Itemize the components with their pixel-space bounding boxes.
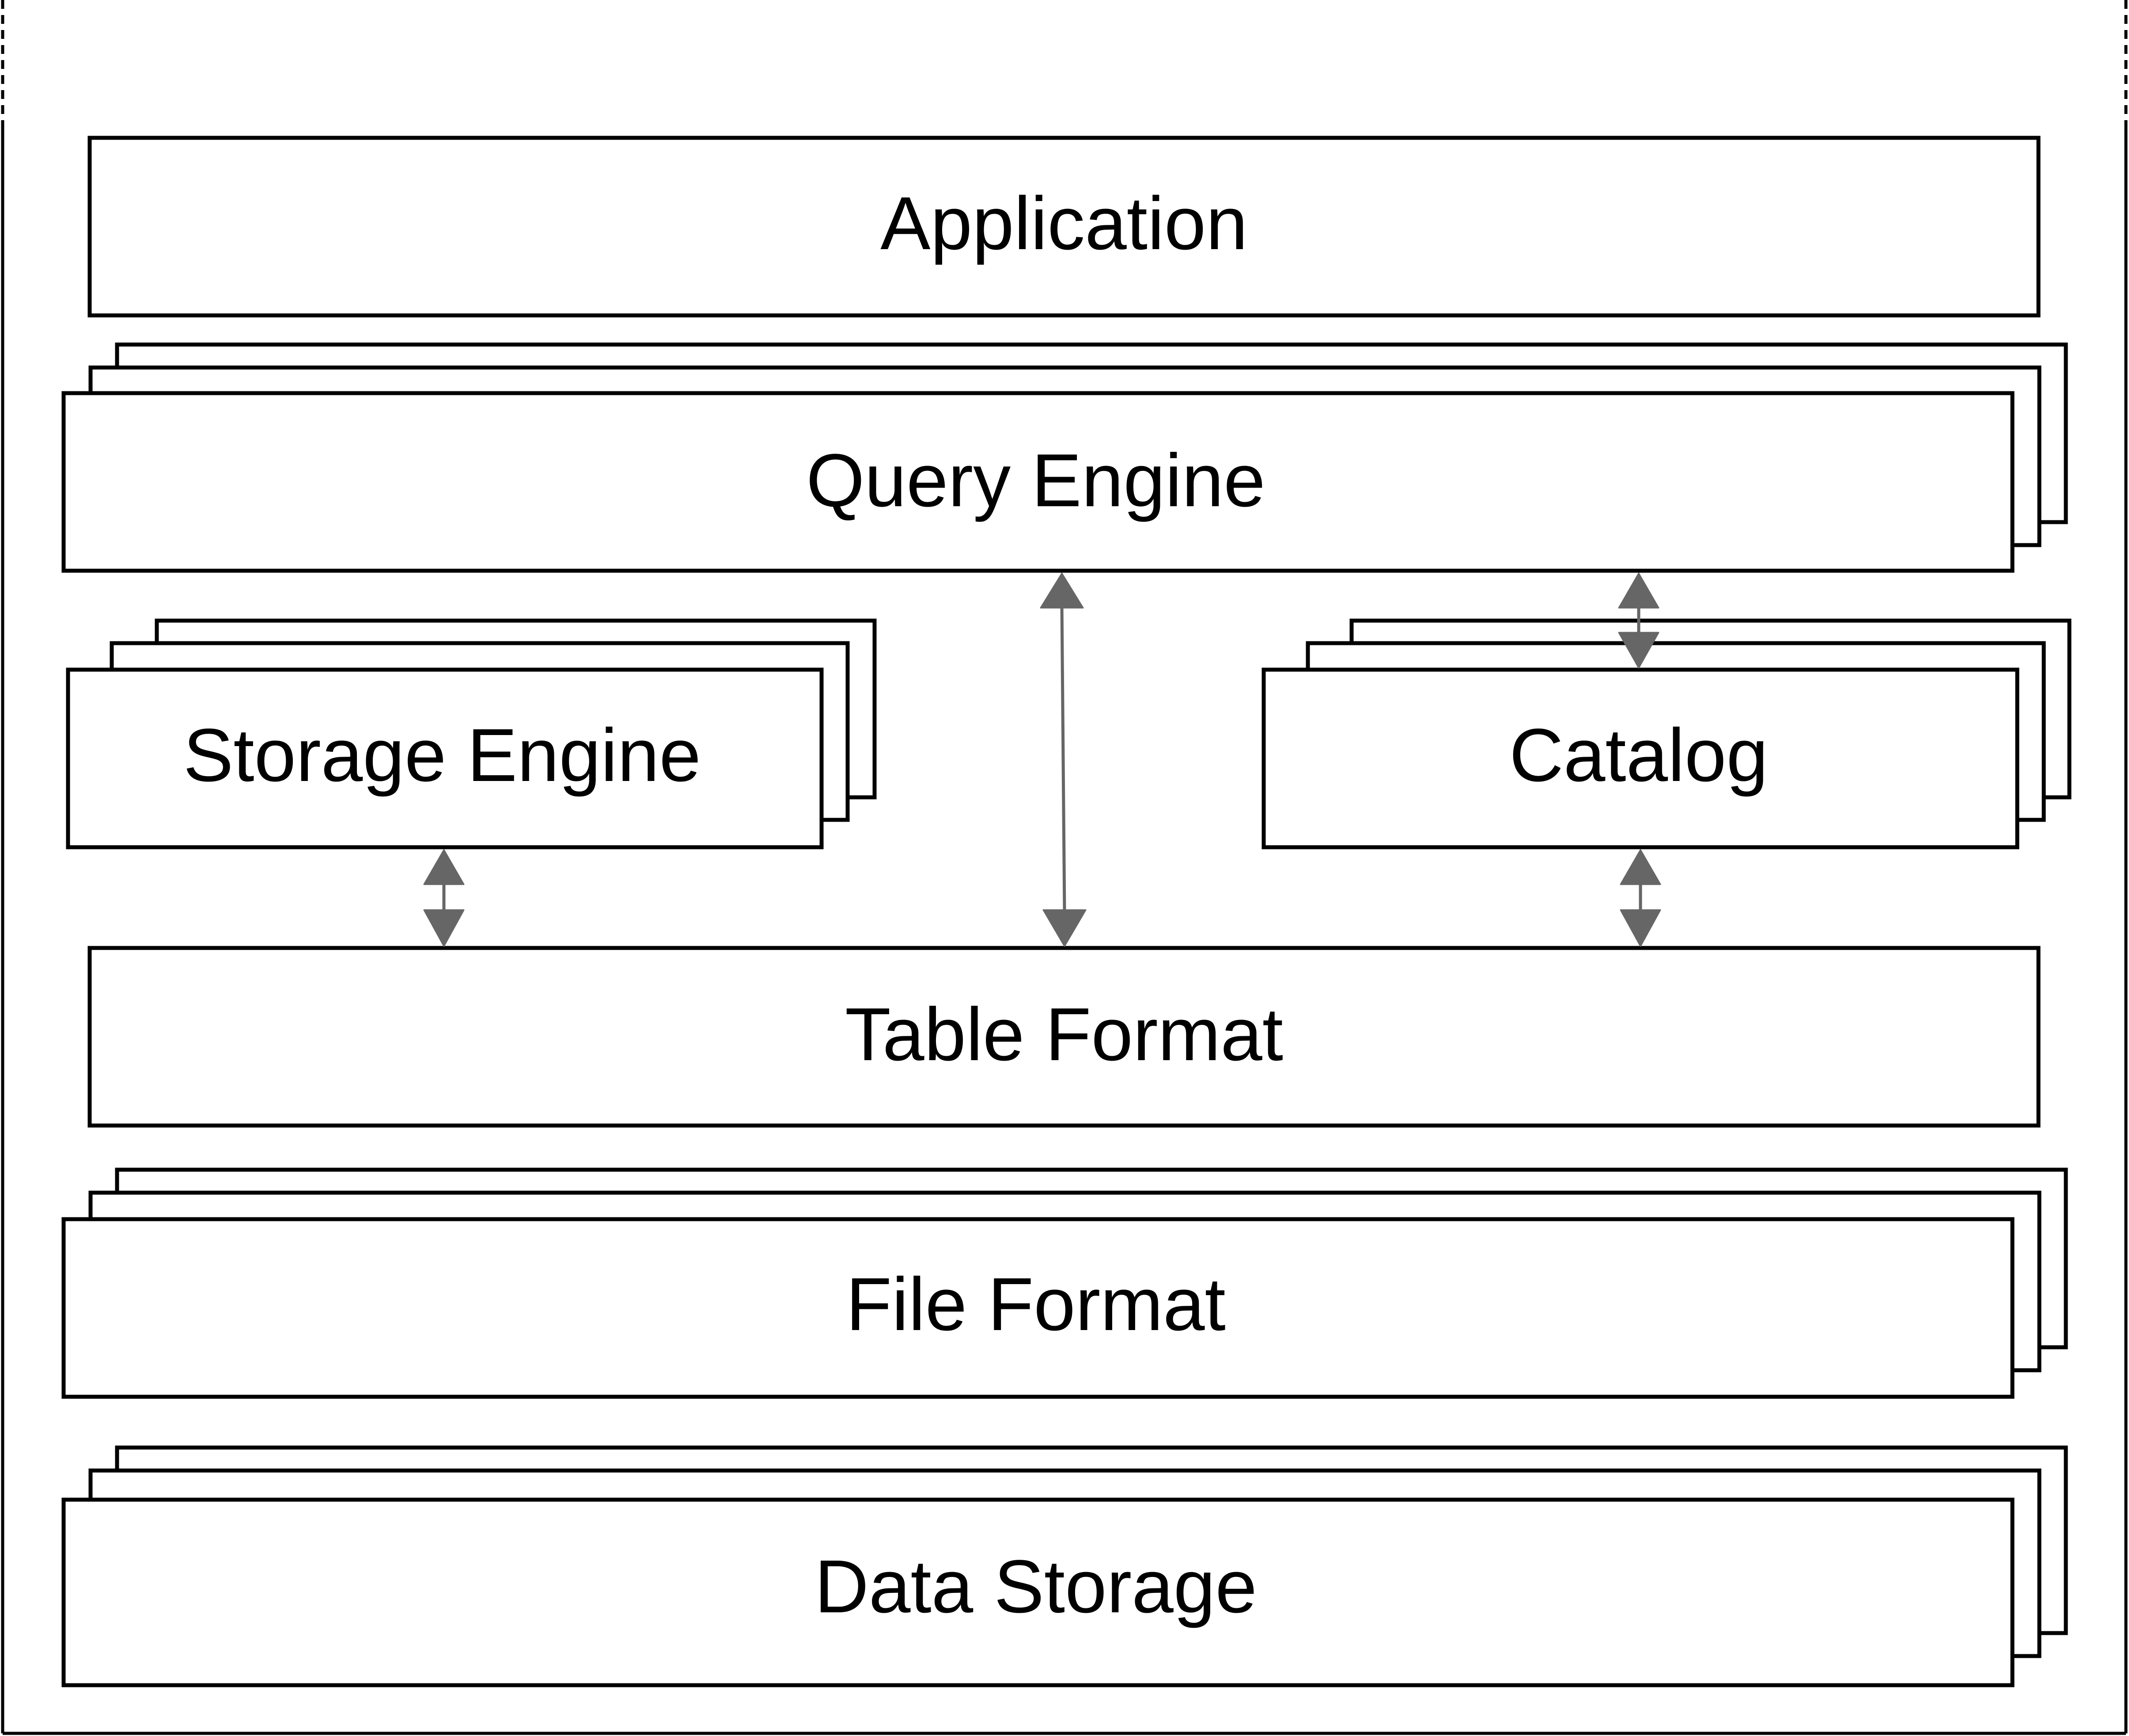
file-format-label: File Format [846, 1262, 1226, 1346]
arrowhead-icon [1618, 572, 1659, 609]
connector-query-engine-catalog [1618, 572, 1659, 669]
file-format-layer: File Format [61, 1167, 2068, 1399]
storage-engine-label: Storage Engine [183, 713, 701, 797]
connector-query-engine-table-format [1040, 572, 1087, 947]
table-format-label: Table Format [845, 993, 1283, 1076]
arrowhead-icon [423, 849, 465, 885]
data-storage-layer: Data Storage [61, 1445, 2068, 1687]
storage-engine-layer: Storage Engine [66, 618, 877, 849]
catalog-layer: Catalog [1261, 618, 2072, 849]
application-layer: Application [87, 136, 2041, 318]
query-engine-layer: Query Engine [61, 342, 2068, 573]
arrowhead-icon [1040, 572, 1084, 609]
arrowhead-icon [1618, 632, 1659, 669]
arrowhead-icon [1042, 909, 1087, 947]
application-label: Application [880, 182, 1248, 265]
connector-storage-engine-table-format [423, 849, 465, 947]
catalog-label: Catalog [1509, 713, 1768, 797]
arrowhead-icon [423, 909, 465, 947]
data-storage-label: Data Storage [814, 1545, 1257, 1629]
table-format-layer: Table Format [87, 946, 2041, 1128]
arrowhead-icon [1620, 849, 1661, 885]
query-engine-label: Query Engine [806, 439, 1265, 523]
connector-catalog-table-format [1620, 849, 1661, 947]
arrowhead-icon [1620, 909, 1661, 947]
